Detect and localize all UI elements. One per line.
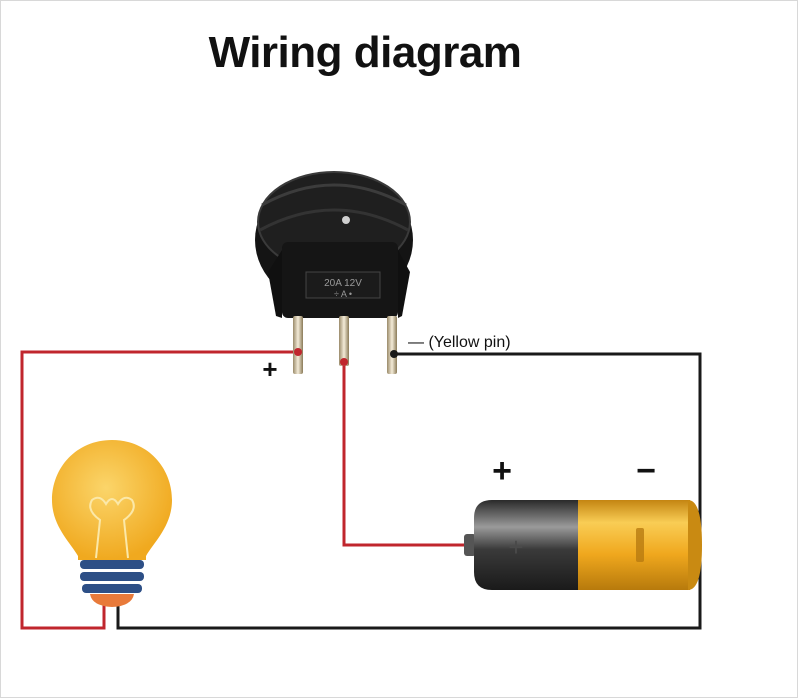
battery-plus-label: +: [492, 452, 512, 490]
positive-wire-to-bulb: [20, 350, 298, 630]
switch-middle-pin: [339, 316, 349, 366]
switch-yellow-pin: [387, 316, 397, 374]
plus-pin-junction: [294, 348, 302, 356]
middle-pin-junction: [340, 358, 348, 366]
svg-text:+: +: [508, 532, 523, 562]
battery-terminal: [464, 534, 476, 556]
yellow-pin-label: — (Yellow pin): [408, 334, 511, 351]
switch-rating: 20A 12V: [324, 278, 362, 289]
battery-minus-label: −: [636, 452, 656, 490]
page-title: Wiring diagram: [208, 28, 522, 77]
light-bulb: [52, 440, 172, 607]
plus-pin-label: +: [262, 354, 277, 384]
rocker-switch: 20A 12V ÷ A •: [255, 171, 413, 374]
switch-led-icon: [342, 216, 350, 224]
negative-wire-from-bulb: [116, 545, 702, 630]
switch-plus-pin: [293, 316, 303, 374]
switch-pin-marks: ÷ A •: [334, 289, 352, 299]
positive-wire-to-battery: [342, 362, 472, 547]
battery: +: [464, 500, 702, 590]
yellow-pin-junction: [390, 350, 398, 358]
